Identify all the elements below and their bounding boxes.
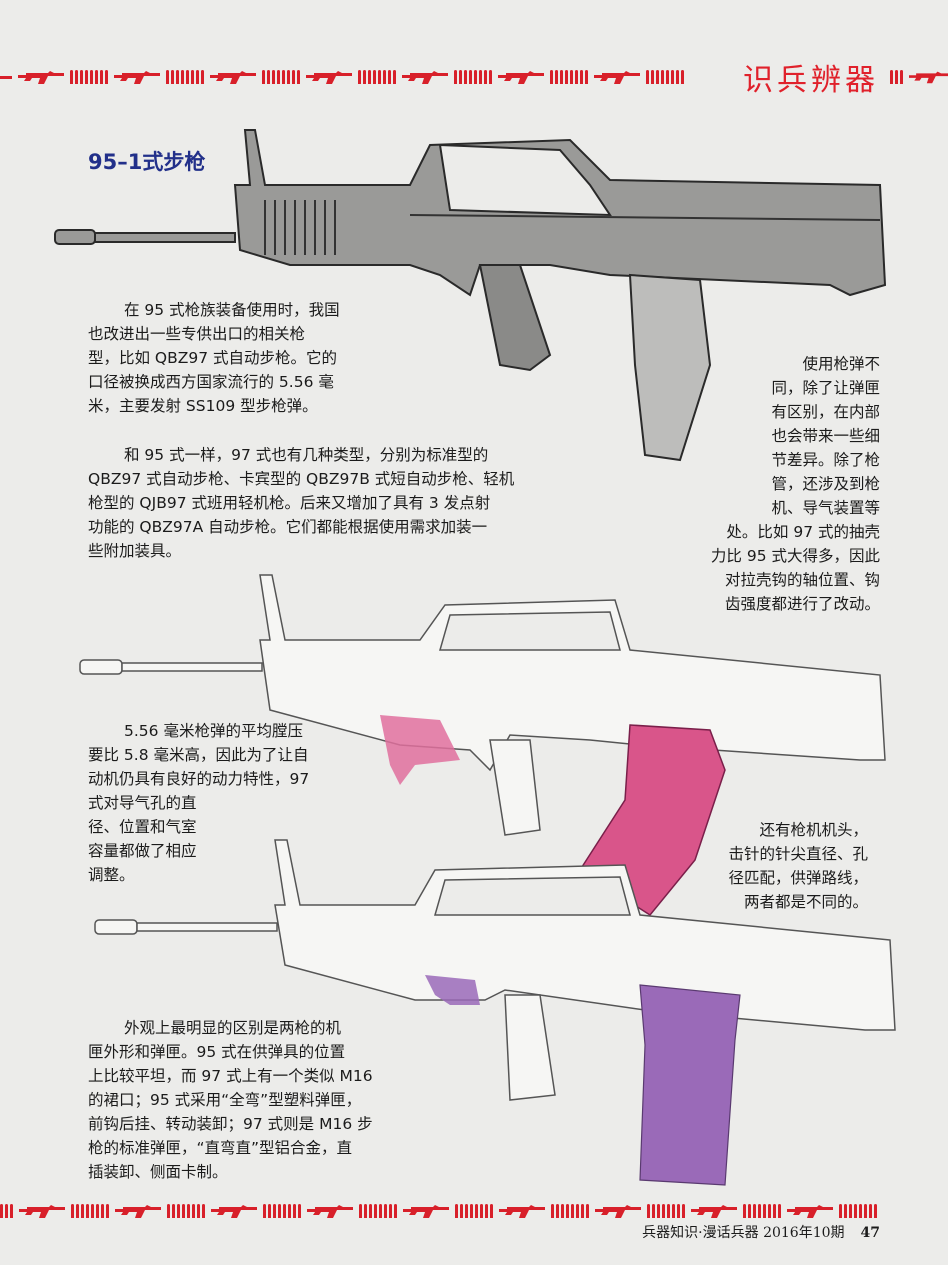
text-line: 管，还涉及到枪 xyxy=(771,475,880,493)
bullets-icon xyxy=(743,1204,781,1218)
rifle-icon xyxy=(594,71,640,84)
rifle-icon xyxy=(403,1205,449,1218)
rifle-icon xyxy=(114,71,160,84)
rifle-illustration-qbz97-pink xyxy=(79,574,886,916)
text-line: 米，主要发射 SS109 型步枪弹。 xyxy=(88,397,318,415)
section-title: 识兵辨器 xyxy=(735,55,887,99)
text-line: 在 95 式枪族装备使用时，我国 xyxy=(124,301,340,319)
rifle-icon xyxy=(498,71,544,84)
purple-magazine-highlight xyxy=(639,984,741,1186)
paragraph-chamber-pressure: 5.56 毫米枪弹的平均膛压要比 5.8 毫米高，因此为了让自动机仍具有良好的动… xyxy=(88,719,309,887)
text-line: 机、导气装置等 xyxy=(771,499,880,517)
text-line: 外观上最明显的区别是两枪的机 xyxy=(124,1019,342,1037)
bullets-icon xyxy=(646,70,684,84)
bullets-icon xyxy=(647,1204,685,1218)
paragraph-qbz97-intro: 在 95 式枪族装备使用时，我国也改进出一些专供出口的相关枪型，比如 QBZ97… xyxy=(88,298,340,418)
text-line: 径匹配，供弹路线， xyxy=(728,869,868,887)
publication-info: 兵器知识·漫话兵器 2016年10期 xyxy=(642,1225,845,1241)
bullets-icon xyxy=(455,1204,493,1218)
rifle-icon xyxy=(402,71,448,84)
text-line: 齿强度都进行了改动。 xyxy=(724,595,880,613)
rifle-icon xyxy=(306,71,352,84)
text-line: 要比 5.8 毫米高，因此为了让自 xyxy=(88,746,309,764)
decorative-border-top-right xyxy=(890,66,948,88)
rifle-icon xyxy=(19,1205,65,1218)
decorative-border-bottom xyxy=(0,1200,948,1222)
bullets-icon xyxy=(166,70,204,84)
bullets-icon xyxy=(0,1204,13,1218)
bullets-icon xyxy=(167,1204,205,1218)
text-line: 插装卸、侧面卡制。 xyxy=(88,1163,228,1181)
text-line: 口径被换成西方国家流行的 5.56 毫 xyxy=(88,373,334,391)
text-line: 容量都做了相应 xyxy=(88,842,197,860)
bullets-icon xyxy=(0,75,12,79)
bullets-icon xyxy=(70,70,108,84)
bullets-icon xyxy=(359,1204,397,1218)
text-line: 枪的标准弹匣，“直弯直”型铝合金，直 xyxy=(88,1139,353,1157)
text-line: 调整。 xyxy=(88,866,135,884)
text-line: 动机仍具有良好的动力特性，97 xyxy=(88,770,310,788)
bullets-icon xyxy=(454,70,492,84)
bullets-icon xyxy=(358,70,396,84)
text-line: 也会带来一些细 xyxy=(771,427,880,445)
page-footer: 兵器知识·漫话兵器 2016年10期 47 xyxy=(642,1222,880,1242)
text-line: 的裙口；95 式采用“全弯”型塑料弹匣， xyxy=(88,1091,362,1109)
rifle-icon xyxy=(595,1205,641,1218)
text-line: 前钩后挂、转动装卸；97 式则是 M16 步 xyxy=(88,1115,373,1133)
bullets-icon xyxy=(839,1204,877,1218)
text-line: 两者都是不同的。 xyxy=(743,893,868,911)
paragraph-qbz97-variants: 和 95 式一样，97 式也有几种类型，分别为标准型的 QBZ97 式自动步枪、卡… xyxy=(88,443,514,563)
text-line: 也改进出一些专供出口的相关枪 xyxy=(88,325,306,343)
text-line: 式对导气孔的直 xyxy=(88,794,197,812)
bullets-icon xyxy=(262,70,300,84)
bullets-icon xyxy=(890,70,903,84)
text-line: 同，除了让弹匣 xyxy=(771,379,880,397)
pink-trigger-guard-highlight xyxy=(380,715,460,785)
text-line: 上比较平坦，而 97 式上有一个类似 M16 xyxy=(88,1067,373,1085)
text-line: QBZ97 式自动步枪、卡宾型的 QBZ97B 式短自动步枪、轻机 xyxy=(88,470,515,488)
text-line: 径、位置和气室 xyxy=(88,818,197,836)
bullets-icon xyxy=(263,1204,301,1218)
rifle-icon xyxy=(787,1205,833,1218)
text-line: 功能的 QBZ97A 自动步枪。它们都能根据使用需求加装一 xyxy=(88,518,488,536)
text-line: 匣外形和弹匣。95 式在供弹具的位置 xyxy=(88,1043,346,1061)
rifle-illustration-qbz95 xyxy=(54,129,887,462)
text-line: 些附加装具。 xyxy=(88,542,182,560)
bullets-icon xyxy=(550,70,588,84)
paragraph-bolt-head: 还有枪机机头， 击针的针尖直径、孔径匹配，供弹路线， 两者都是不同的。 xyxy=(718,818,868,914)
text-line: 有区别，在内部 xyxy=(771,403,880,421)
rifle-icon xyxy=(499,1205,545,1218)
bullets-icon xyxy=(551,1204,589,1218)
text-line: 节差异。除了枪 xyxy=(771,451,880,469)
rifle-icon xyxy=(18,71,64,84)
text-line: 处。比如 97 式的抽壳 xyxy=(726,523,880,541)
text-line: 使用枪弹不 xyxy=(802,355,880,373)
article-title: 95–1式步枪 xyxy=(88,150,206,174)
rifle-illustration-qbz97-purple xyxy=(94,839,896,1186)
rifle-icon xyxy=(307,1205,353,1218)
decorative-border-top xyxy=(0,66,730,88)
text-line: 5.56 毫米枪弹的平均膛压 xyxy=(124,722,303,740)
text-line: 和 95 式一样，97 式也有几种类型，分别为标准型的 xyxy=(124,446,489,464)
purple-trigger-guard-highlight xyxy=(425,975,480,1005)
paragraph-internal-differences: 使用枪弹不同，除了让弹匣有区别，在内部也会带来一些细节差异。除了枪管，还涉及到枪… xyxy=(695,352,880,616)
rifle-icon xyxy=(210,71,256,84)
rifle-icon xyxy=(115,1205,161,1218)
rifle-icon xyxy=(211,1205,257,1218)
paragraph-external-differences: 外观上最明显的区别是两枪的机匣外形和弹匣。95 式在供弹具的位置上比较平坦，而 … xyxy=(88,1016,373,1184)
text-line: 击针的针尖直径、孔 xyxy=(728,845,868,863)
rifle-icon xyxy=(909,71,948,84)
bullets-icon xyxy=(71,1204,109,1218)
text-line: 枪型的 QJB97 式班用轻机枪。后来又增加了具有 3 发点射 xyxy=(88,494,491,512)
text-line: 力比 95 式大得多，因此 xyxy=(710,547,880,565)
text-line: 对拉壳钩的轴位置、钩 xyxy=(724,571,880,589)
text-line: 型，比如 QBZ97 式自动步枪。它的 xyxy=(88,349,338,367)
page-number: 47 xyxy=(860,1225,880,1241)
text-line: 还有枪机机头， xyxy=(759,821,868,839)
rifle-icon xyxy=(691,1205,737,1218)
